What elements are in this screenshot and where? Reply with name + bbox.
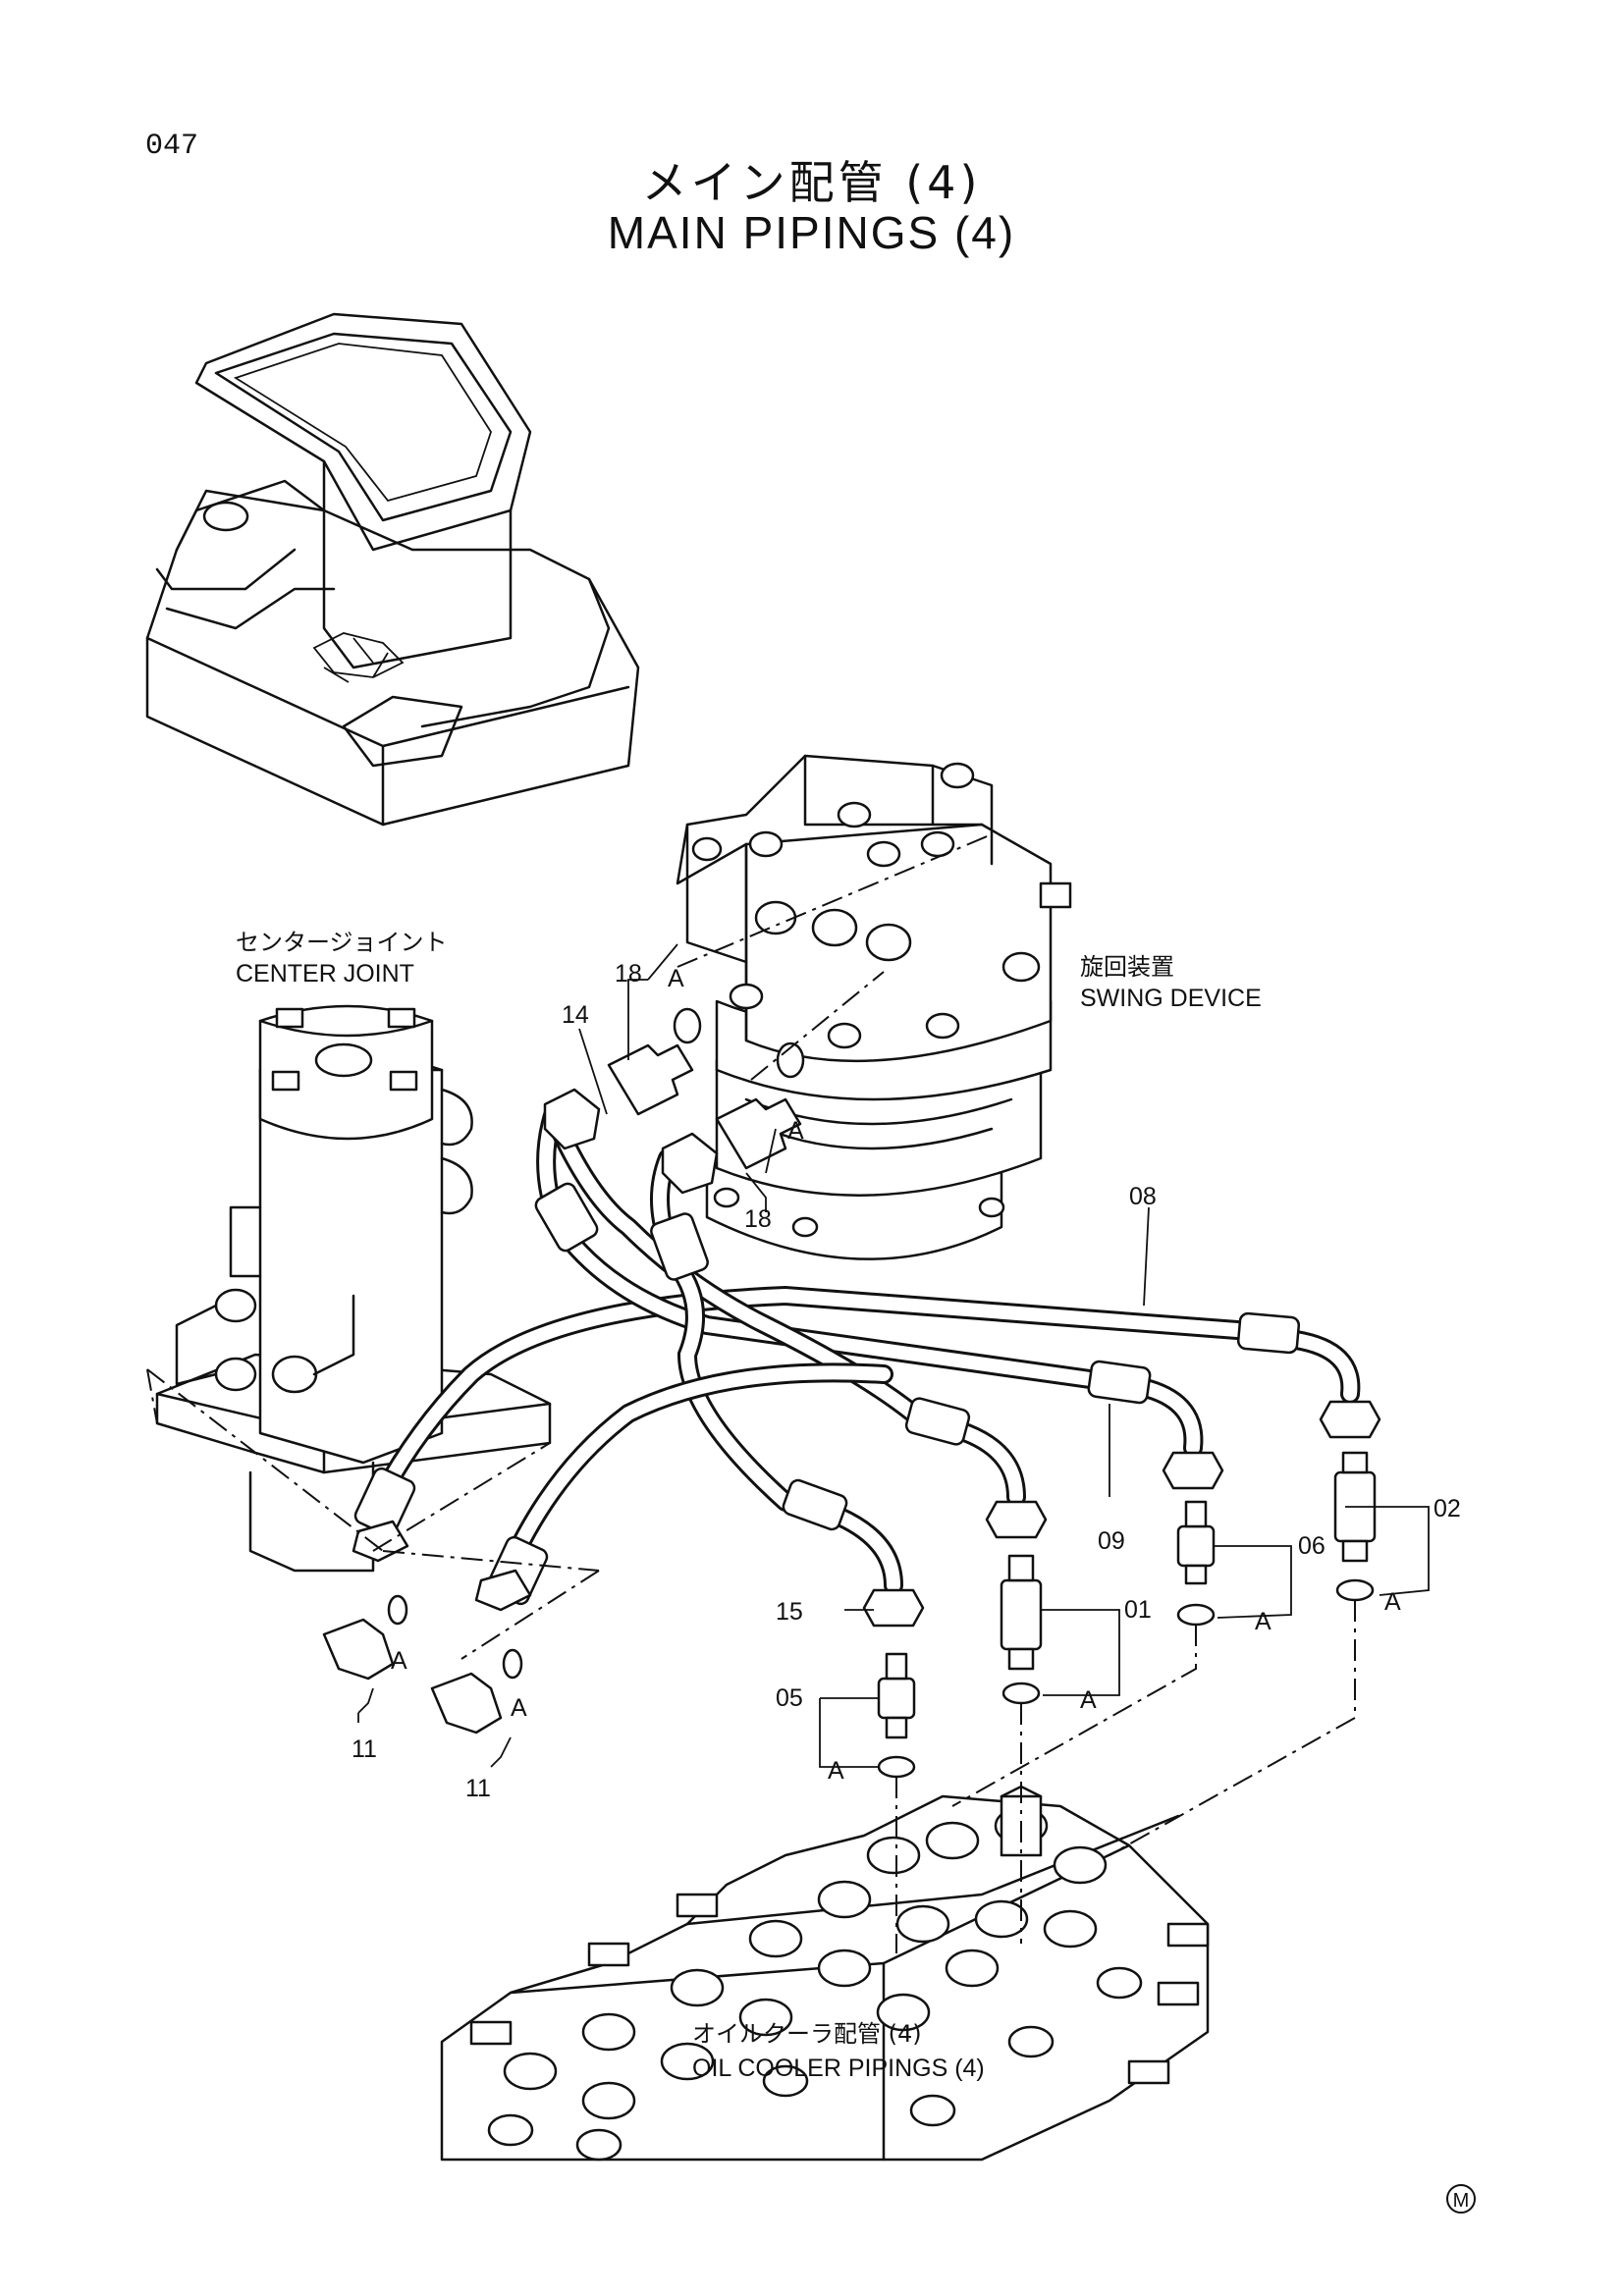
callout-a-7: A (391, 1647, 407, 1675)
callout-09: 09 (1098, 1527, 1125, 1555)
callout-a-6: A (828, 1757, 844, 1785)
callout-15: 15 (776, 1598, 803, 1626)
callout-02: 02 (1434, 1495, 1461, 1522)
part-callouts: 18 A 14 A 18 08 09 02 A 06 A 01 A 15 05 … (352, 960, 1461, 1802)
machine-overview-illustration (145, 312, 640, 827)
callout-18-upper: 18 (615, 960, 642, 988)
swing-device-label-en: SWING DEVICE (1080, 985, 1262, 1012)
callout-11-left: 11 (352, 1735, 377, 1763)
callout-a-5: A (1080, 1686, 1097, 1714)
callout-a-3: A (1384, 1588, 1401, 1616)
oil-cooler-label-jp: オイルクーラ配管 (4) (692, 2020, 922, 2048)
valve-ports (487, 1806, 1143, 2162)
hose-assemblies (353, 1099, 1361, 1606)
callout-01: 01 (1124, 1596, 1152, 1624)
leader-lines (357, 943, 1430, 1768)
callout-14: 14 (562, 1001, 589, 1029)
center-lines (146, 833, 1356, 1953)
center-joint-label-en: CENTER JOINT (236, 960, 414, 988)
swing-device-label-jp: 旋回装置 (1080, 953, 1174, 981)
callout-a-1: A (668, 965, 684, 992)
manufacturer-mark: M (1446, 2184, 1476, 2214)
oil-cooler-label-en: OIL COOLER PIPINGS (4) (692, 2055, 985, 2082)
callout-06: 06 (1298, 1532, 1325, 1560)
title-english: MAIN PIPINGS (4) (607, 207, 1016, 258)
callout-18-lower: 18 (744, 1205, 772, 1233)
callout-08: 08 (1129, 1183, 1157, 1210)
fittings (322, 1007, 1381, 1779)
center-joint-label-jp: センタージョイント (236, 929, 448, 956)
page-number: 047 (145, 130, 199, 163)
callout-a-8: A (511, 1694, 527, 1722)
manufacturer-mark-letter: M (1453, 2190, 1470, 2212)
callout-a-4: A (1255, 1608, 1271, 1635)
swing-device-illustration (676, 754, 1072, 1260)
callout-05: 05 (776, 1684, 803, 1712)
control-valve-illustration (440, 1785, 1210, 2162)
callout-11-right: 11 (465, 1775, 491, 1802)
callout-a-2: A (787, 1117, 804, 1145)
title-japanese: メイン配管 (4) (641, 156, 982, 209)
center-joint-illustration (155, 1004, 552, 1573)
component-labels: センタージョイント CENTER JOINT 旋回装置 SWING DEVICE… (236, 929, 1262, 2082)
